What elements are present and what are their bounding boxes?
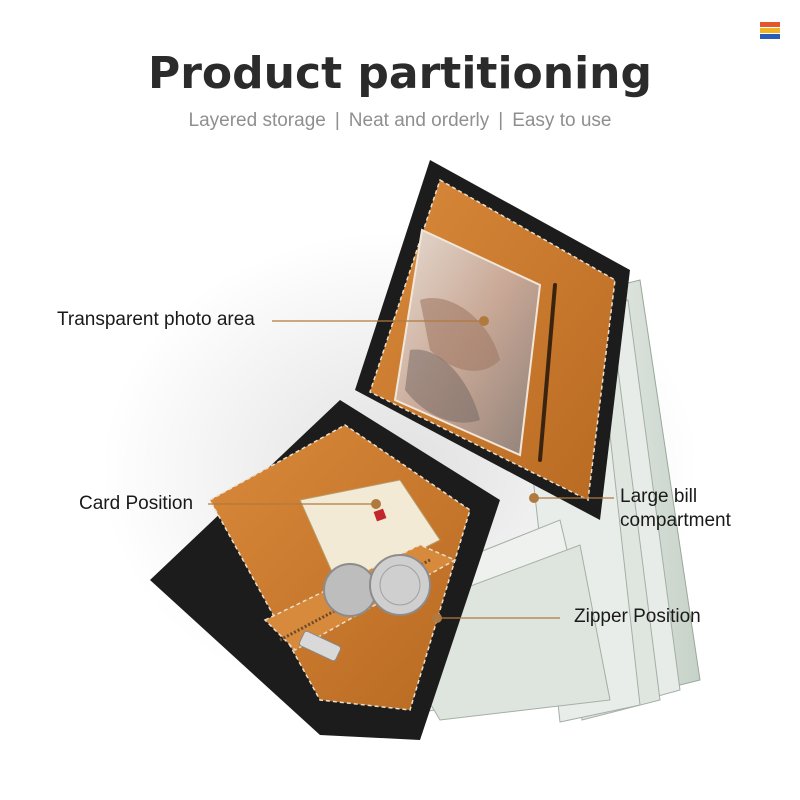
zipper-position-label: Zipper Position bbox=[574, 606, 701, 627]
coin bbox=[369, 554, 431, 616]
language-flag-icon[interactable] bbox=[760, 22, 780, 40]
subtitle-layered-storage: Layered storage bbox=[188, 110, 326, 131]
bill-compartment-label: Large bill compartment bbox=[620, 485, 731, 533]
subtitle-separator: | bbox=[334, 110, 340, 131]
card bbox=[299, 479, 441, 591]
subtitle-easy-to-use: Easy to use bbox=[512, 110, 612, 131]
subtitle-separator: | bbox=[498, 110, 504, 131]
card-position-label: Card Position bbox=[79, 493, 194, 514]
zipper-pull bbox=[298, 630, 342, 662]
callout-dot-icon bbox=[432, 613, 442, 623]
photo-area-label: Transparent photo area bbox=[57, 309, 255, 330]
coin bbox=[323, 563, 377, 617]
bill-label-line1: Large bill bbox=[620, 486, 698, 507]
callout-dot-icon bbox=[529, 493, 539, 503]
page-title: Product partitioning bbox=[147, 48, 652, 99]
callout-dot-icon bbox=[479, 316, 489, 326]
bill-label-line2: compartment bbox=[620, 510, 731, 531]
callout-dot-icon bbox=[371, 499, 381, 509]
subtitle-neat-orderly: Neat and orderly bbox=[348, 110, 490, 131]
page-subtitle: Layered storage | Neat and orderly | Easy to… bbox=[0, 110, 800, 132]
